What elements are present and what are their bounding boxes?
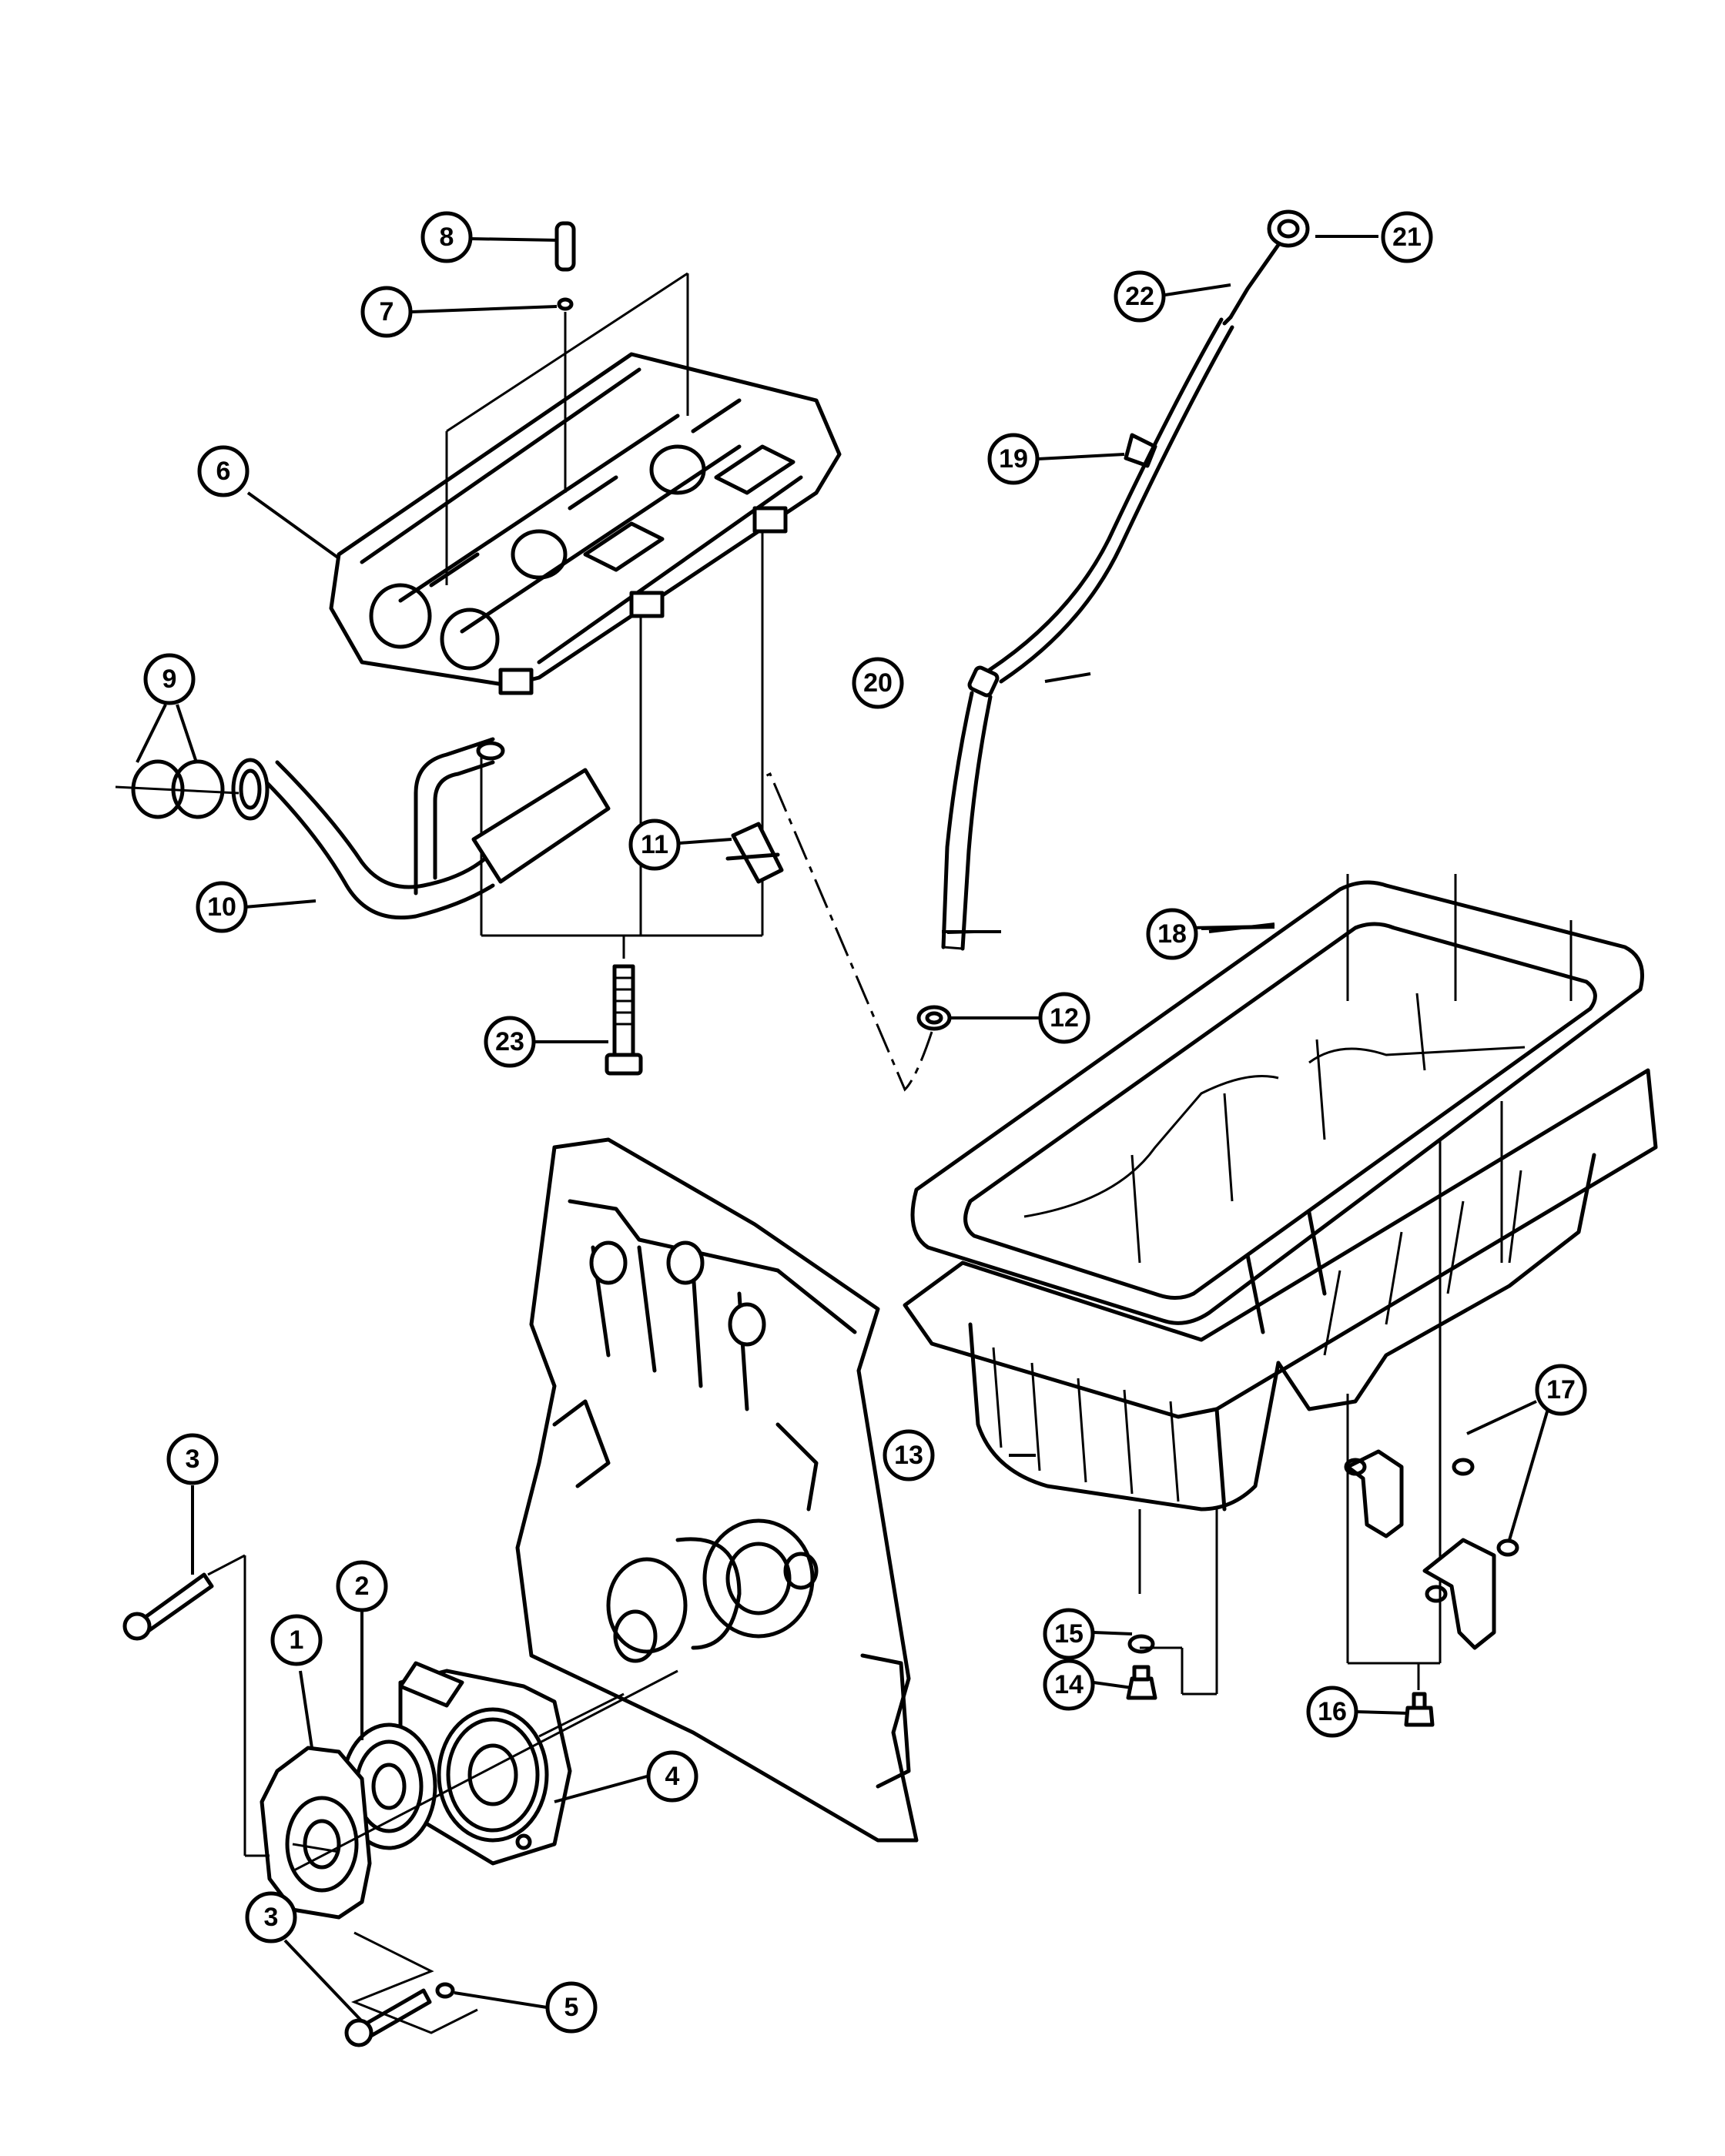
engine-block-part [515, 1137, 919, 1843]
oil-pump-cover-part [260, 1746, 372, 1920]
callout-18: 18 [1146, 908, 1198, 960]
oil-pump-reference-line [292, 1669, 678, 1873]
callout-10: 10 [196, 881, 248, 933]
callout-label: 3 [264, 1903, 279, 1932]
oil-pickup-tube-part [231, 737, 611, 920]
callout-label: 23 [495, 1027, 524, 1056]
callout-7: 7 [360, 286, 413, 338]
oil-pump-bolt-part [344, 1988, 432, 2047]
callout-5: 5 [545, 1981, 598, 2034]
callout-label: 12 [1050, 1003, 1079, 1033]
dowel-pin-part [554, 221, 576, 493]
callout-2: 2 [336, 1560, 388, 1612]
pan-bolt-part [1404, 1692, 1435, 1727]
callout-4: 4 [646, 1750, 698, 1803]
callout-23: 23 [484, 1016, 536, 1068]
callout-8: 8 [420, 211, 473, 263]
pickup-bracket-part [725, 822, 784, 884]
oil-pump-part [398, 1661, 572, 1866]
callout-1: 1 [270, 1614, 323, 1666]
callout-22: 22 [1114, 270, 1166, 323]
oil-pump-reference-lines [207, 1554, 478, 2034]
callout-label: 10 [207, 892, 236, 922]
dipstick-tube-oring-part [916, 1005, 952, 1031]
oil-pump-bolt-part [122, 1572, 214, 1641]
drain-plug-part [1126, 1634, 1157, 1700]
callout-label: 7 [380, 297, 394, 326]
callout-label: 16 [1318, 1697, 1347, 1726]
callout-label: 9 [162, 665, 177, 694]
pickup-bolt-part [605, 964, 643, 1076]
callout-label: 18 [1157, 919, 1187, 949]
callout-label: 13 [894, 1441, 923, 1470]
callout-3: 3 [166, 1433, 219, 1485]
callout-label: 8 [440, 223, 454, 252]
dipstick-reference-line [762, 772, 933, 1092]
bearing-bedplate-part [329, 352, 842, 695]
callout-label: 14 [1054, 1670, 1084, 1699]
callout-15: 15 [1043, 1608, 1095, 1660]
callout-label: 19 [999, 444, 1028, 474]
callout-12: 12 [1038, 992, 1090, 1044]
callout-21: 21 [1381, 211, 1433, 263]
callout-label: 2 [355, 1572, 370, 1601]
oil-pan-part [903, 1068, 1658, 1512]
dipstick-part [1222, 209, 1310, 326]
oil-pan-gasket-part [910, 880, 1644, 1325]
callout-13: 13 [883, 1429, 935, 1481]
callout-11: 11 [628, 819, 681, 871]
callout-14: 14 [1043, 1659, 1095, 1711]
callout-19: 19 [987, 433, 1040, 485]
callout-label: 4 [665, 1762, 680, 1791]
leader-lines [136, 235, 1549, 2023]
callout-20: 20 [852, 657, 904, 709]
callout-label: 1 [290, 1625, 304, 1655]
callout-6: 6 [197, 445, 250, 497]
dipstick-tube-part [941, 317, 1234, 951]
callout-9: 9 [143, 653, 196, 705]
callout-label: 11 [641, 830, 668, 859]
oil-pan-bracket-part [1344, 1449, 1519, 1650]
callout-label: 20 [863, 668, 893, 698]
callout-label: 5 [564, 1993, 579, 2022]
callout-label: 17 [1546, 1375, 1576, 1404]
oil-pump-shaft-line [538, 1692, 625, 1738]
callout-label: 21 [1392, 223, 1422, 252]
callout-3: 3 [245, 1891, 297, 1943]
callout-label: 15 [1054, 1619, 1084, 1649]
o-rings-part [115, 759, 239, 819]
oil-pump-washer-part [435, 1982, 455, 1999]
callout-label: 3 [186, 1445, 200, 1474]
callout-16: 16 [1306, 1686, 1358, 1738]
callout-label: 6 [216, 457, 231, 486]
callout-label: 22 [1125, 282, 1154, 311]
callout-17: 17 [1535, 1364, 1587, 1416]
